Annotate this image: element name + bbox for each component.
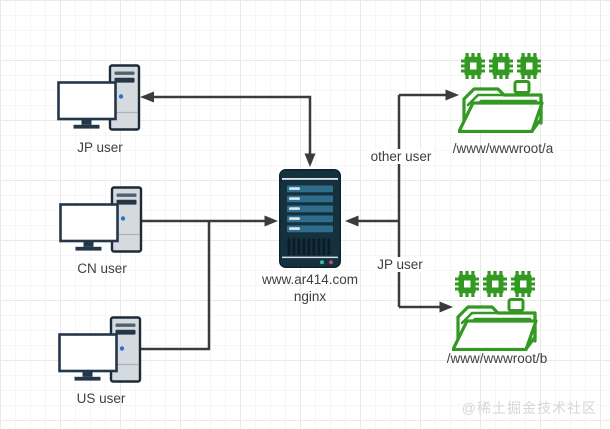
us-user-label: US user [76, 391, 126, 406]
wwwroot-a-label: /www/wwwroot/a [452, 141, 554, 156]
cn-user-computer-icon [59, 186, 143, 253]
edge-label-other-user: other user [351, 148, 451, 165]
arrowhead-into-server-top [304, 153, 316, 167]
nginx-server-domain: www.ar414.com [261, 272, 359, 287]
arrowhead-into-wwwroot-b [439, 301, 453, 313]
us-user-computer-icon [58, 316, 142, 383]
jp-user-label: JP user [77, 140, 123, 155]
wwwroot-b-label: /www/wwwroot/b [446, 351, 548, 366]
watermark: @稀土掘金技术社区 [461, 400, 597, 416]
server-vent [287, 238, 331, 255]
edge-server-jpuser [153, 95, 312, 155]
arrowhead-into-jpuser [140, 91, 154, 103]
cn-user-label: CN user [77, 261, 127, 276]
wwwroot-a-folder-icon [458, 53, 548, 133]
arrowhead-into-server-right [345, 215, 359, 227]
edge-label-jp-user: JP user [350, 256, 450, 273]
arrowhead-into-server-left [264, 215, 278, 227]
wwwroot-b-folder-icon [452, 271, 542, 351]
nginx-server-label: www.ar414.com nginx [250, 271, 370, 305]
jp-user-computer-icon [57, 64, 141, 131]
nginx-server-icon [279, 169, 341, 268]
nginx-server-name: nginx [293, 289, 327, 304]
server-led-green [320, 260, 324, 265]
arrowhead-into-wwwroot-a [445, 89, 459, 101]
edge-ususer-join [138, 222, 211, 351]
server-led-pink [329, 260, 333, 265]
